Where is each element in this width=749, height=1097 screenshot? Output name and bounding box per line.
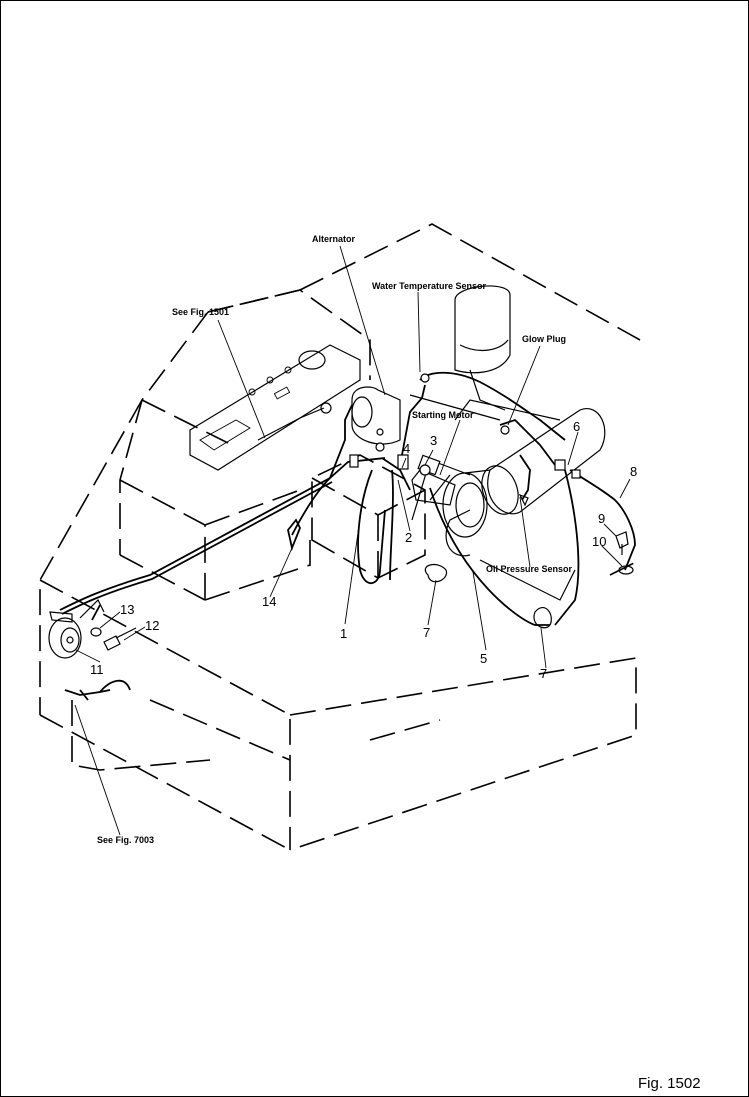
air-cleaner xyxy=(445,399,606,601)
clamp-7-left xyxy=(424,563,448,583)
label-glow-plug: Glow Plug xyxy=(522,334,566,344)
part-number-13: 13 xyxy=(120,602,134,617)
part-number-5: 5 xyxy=(480,651,487,666)
part-number-1: 1 xyxy=(340,626,347,641)
part-number-7-left: 7 xyxy=(423,625,430,640)
part-number-3: 3 xyxy=(430,433,437,448)
machine-frame-outline xyxy=(39,223,641,851)
connectors xyxy=(349,373,581,507)
part-number-14: 14 xyxy=(262,594,276,609)
instrument-panel xyxy=(189,344,361,471)
part-number-4: 4 xyxy=(403,441,410,456)
bolt-12 xyxy=(103,627,137,651)
lower-cable xyxy=(64,679,131,701)
part-number-9: 9 xyxy=(598,511,605,526)
battery-box xyxy=(311,454,426,579)
bolt-9 xyxy=(615,531,629,555)
part-number-10: 10 xyxy=(592,534,606,549)
part-number-11: 11 xyxy=(90,662,104,677)
label-starting-motor: Starting Motor xyxy=(412,410,474,420)
part-number-12: 12 xyxy=(145,618,159,633)
horn xyxy=(48,598,105,659)
label-see-fig-7003: See Fig. 7003 xyxy=(97,835,154,845)
wiring-harness xyxy=(59,371,636,626)
label-water-temperature-sensor: Water Temperature Sensor xyxy=(372,281,487,291)
washer-10 xyxy=(618,565,634,575)
part-number-7-right: 7 xyxy=(540,666,547,681)
part-number-6: 6 xyxy=(573,419,580,434)
cab-hood xyxy=(119,289,371,601)
part-number-2: 2 xyxy=(405,530,412,545)
part-number-8: 8 xyxy=(630,464,637,479)
label-oil-pressure-sensor: Oil Pressure Sensor xyxy=(486,564,573,574)
washer-13 xyxy=(90,627,102,637)
figure-caption: Fig. 1502 xyxy=(638,1075,701,1092)
label-see-fig-1501: See Fig. 1501 xyxy=(172,307,229,317)
clamp-7-right xyxy=(533,606,552,629)
label-alternator: Alternator xyxy=(312,234,356,244)
leader-lines xyxy=(74,245,631,836)
